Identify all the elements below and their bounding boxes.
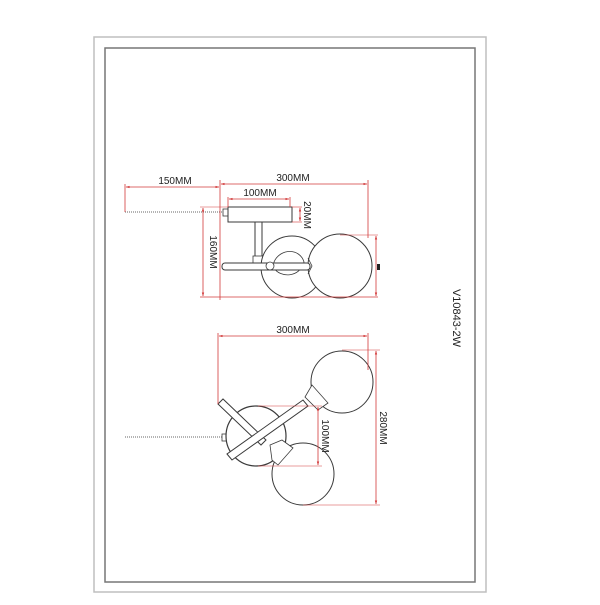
dim-top-width: 300MM — [219, 173, 369, 300]
dim-label-280: 280MM — [377, 411, 388, 444]
dim-label-300-top: 300MM — [276, 173, 309, 184]
globe-front — [307, 233, 373, 299]
globe-rear-holder — [273, 251, 305, 276]
drawing-frame — [93, 36, 487, 593]
globe-front-holder — [307, 257, 313, 275]
dim-label-100-canopy: 100MM — [243, 188, 276, 199]
dim-label-300-bottom: 300MM — [276, 325, 309, 336]
cross-arm-a — [217, 398, 267, 446]
dim-canopy-height: 20MM — [292, 201, 312, 229]
outer-frame — [93, 36, 487, 593]
top-view: 150MM 300MM 100MM 20MM 160MM — [124, 173, 380, 300]
dim-label-160: 160MM — [207, 235, 218, 268]
dim-label-150: 150MM — [158, 176, 191, 187]
dim-bottom-width: 300MM — [217, 325, 369, 404]
side-mark — [377, 264, 380, 270]
dim-label-20: 20MM — [301, 201, 312, 229]
dim-cable-length: 150MM — [124, 176, 220, 212]
dim-top-height: 160MM — [200, 206, 378, 298]
canopy-plate — [227, 206, 293, 223]
cable-connector — [222, 208, 229, 217]
bottom-view: 300MM 100MM 280MM — [125, 325, 388, 506]
stem — [254, 221, 263, 261]
globe-upper — [310, 350, 374, 414]
dim-canopy-width: 100MM — [227, 188, 291, 207]
dim-label-100-offset: 100MM — [319, 419, 330, 452]
model-code-label: V10843-2W — [450, 289, 462, 348]
globe-upper-holder — [304, 384, 329, 411]
arm-socket — [265, 261, 275, 271]
dim-top-globe-extent — [340, 234, 378, 297]
inner-frame — [104, 47, 476, 583]
dim-bottom-depth: 280MM — [303, 349, 388, 506]
dim-globe-offset: 100MM — [258, 405, 330, 467]
globe-lower-holder — [269, 439, 294, 466]
